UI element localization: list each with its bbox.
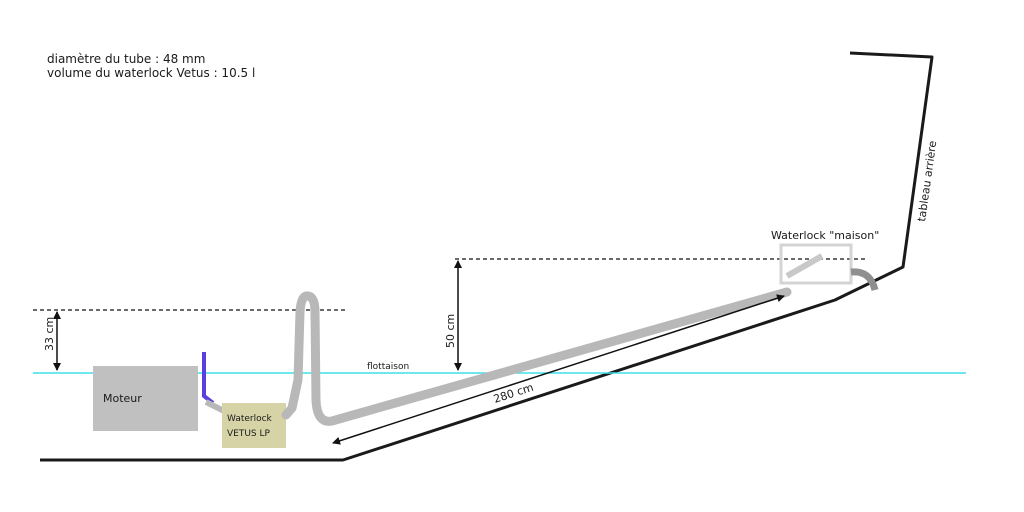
waterlock-vetus-box [222, 403, 286, 448]
pipe-length-arrow [332, 294, 785, 445]
waterlock-height-label: 50 cm [444, 314, 457, 348]
waterlock-maison-box [779, 243, 853, 285]
waterlock-maison-label: Waterlock "maison" [771, 229, 879, 242]
waterlock-vetus-label-1: Waterlock [227, 414, 273, 424]
motor-box [93, 366, 198, 431]
water-injection-pipe [202, 352, 215, 405]
exhaust-outlet [850, 268, 879, 292]
waterlock-maison-inner-pipe [785, 253, 824, 279]
engine-height-label: 33 cm [43, 317, 56, 351]
waterline-label: flottaison [367, 362, 409, 372]
waterlock-volume-text: volume du waterlock Vetus : 10.5 l [47, 66, 255, 80]
tube-diameter-text: diamètre du tube : 48 mm [47, 52, 205, 66]
motor-label: Moteur [103, 392, 142, 405]
waterlock-vetus-label-2: VETUS LP [227, 429, 271, 439]
exhaust-hose [281, 287, 792, 426]
